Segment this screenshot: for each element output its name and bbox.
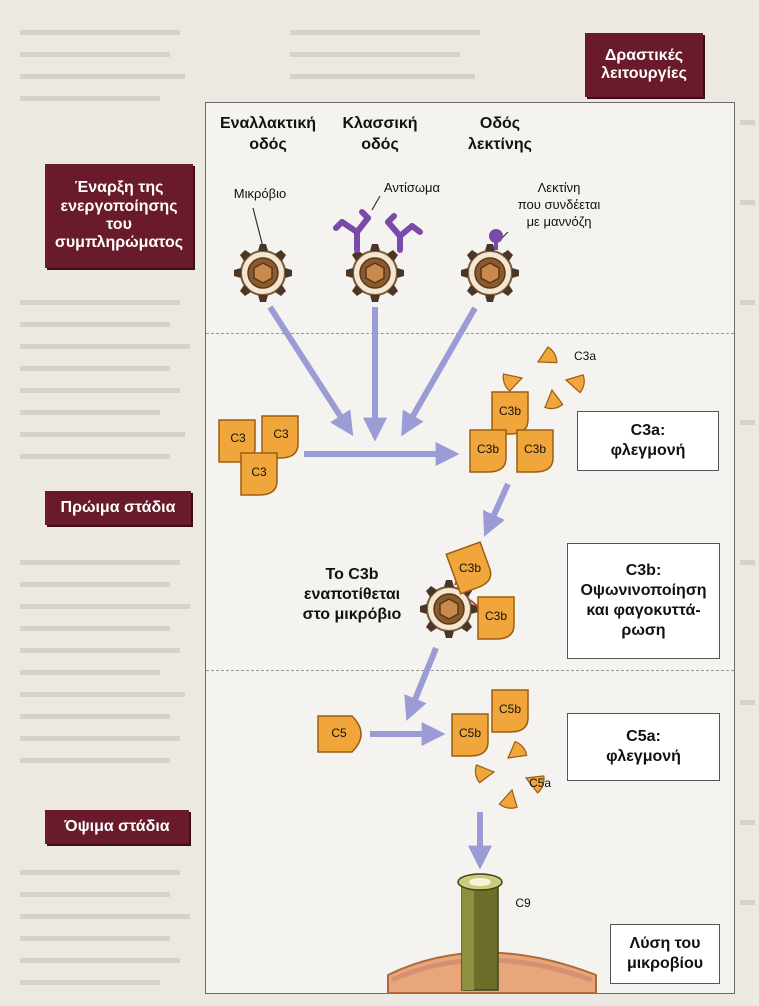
c3b-effect-box: C3b: Οψωνινοποίηση και φαγοκυττά- ρωση [567,543,720,659]
late-stage-box: Όψιμα στάδια [45,810,189,844]
c5a-wedge-2 [473,761,496,784]
divider-initiation [206,333,734,334]
effector-functions-header: Δραστικές λειτουργίες [585,33,703,97]
divider-late [206,670,734,671]
c3-label-1: C3 [230,431,246,445]
antibody-pointer [371,195,381,211]
c5a-label: C5a [528,776,551,790]
c5b-label-1: C5b [458,726,481,740]
antibody-label: Αντίσωμα [383,180,441,195]
c3a-wedge-3 [541,388,564,411]
initiation-stage-box: Έναρξη της ενεργοποίησης του συμπληρώματ… [45,164,193,268]
microbe-pointer [252,207,264,248]
c5a-effect-box: C5a:φλεγμονή [567,713,720,781]
c5b-label-2: C5b [498,702,521,716]
c3b-deposition-label: Το C3b εναποτίθεται στο μικρόβιο [302,566,402,623]
c3a-wedge-2 [500,368,526,393]
microbe-lectin [460,243,520,303]
c5-shape [317,715,362,753]
c5a-wedge-3 [498,787,521,811]
microbe-alternative [233,243,293,303]
c3b-label-bound-2: C3b [484,609,507,623]
c3b-label-3: C3b [523,442,546,456]
arrow-lectin [401,306,478,437]
c3a-label: C3a [573,349,596,363]
microbe-classical [345,243,405,303]
c9-label: C9 [515,896,531,910]
antibody-right-icon [385,213,423,253]
arrow-alternative [267,305,354,437]
arrow-c3b-to-microbe [483,482,511,537]
c3-label-3: C3 [251,465,267,479]
effector-header-line2: λειτουργίες [601,65,687,82]
c3a-effect-box: C3a:φλεγμονή [577,411,719,471]
effector-header-line1: Δραστικές [604,46,684,64]
mac-pore-icon [457,873,503,991]
c5a-wedge-1 [502,739,530,767]
microbe-label: Μικρόβιο [233,186,287,201]
c5-label: C5 [331,726,347,740]
c3b-label-bound-1: C3b [458,561,481,575]
c3b-label-2: C3b [476,442,499,456]
early-stage-box: Πρώιμα στάδια [45,491,191,525]
c3a-wedge-1 [533,345,560,372]
c3b-label-1: C3b [498,404,521,418]
lectin-icon [489,229,503,250]
arrow-to-c5 [404,646,439,721]
antibody-left-icon [333,209,371,253]
c3-label-2: C3 [273,427,289,441]
c3a-wedge-4 [563,371,587,394]
